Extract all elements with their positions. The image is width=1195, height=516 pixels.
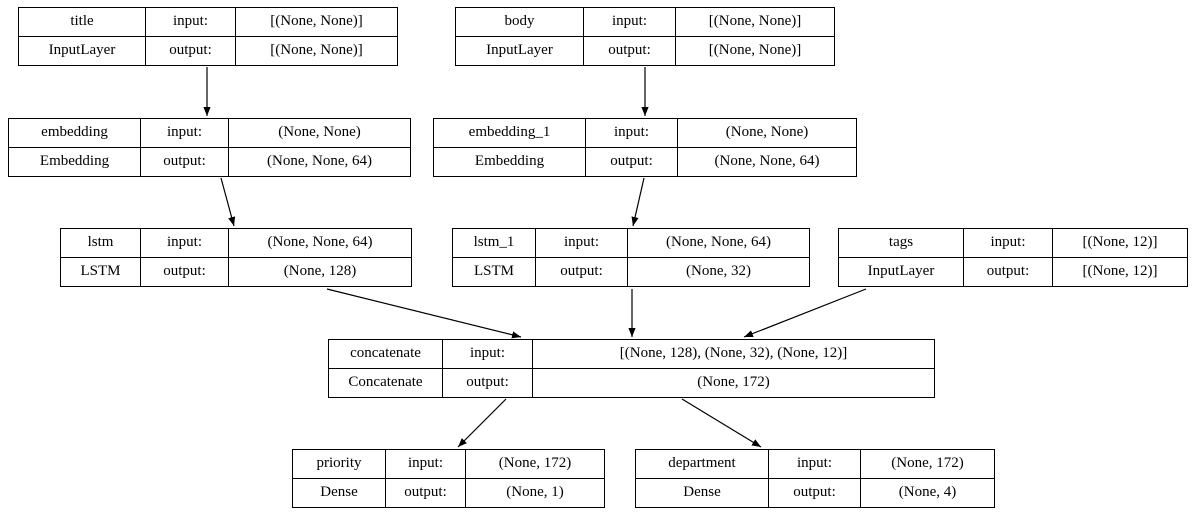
node-priority: priority input: (None, 172) Dense output… xyxy=(292,449,605,508)
input-shape: [(None, None)] xyxy=(676,8,834,37)
layer-name: body xyxy=(456,8,584,37)
node-department: department input: (None, 172) Dense outp… xyxy=(635,449,995,508)
output-shape: (None, 1) xyxy=(506,484,564,501)
layer-name: lstm_1 xyxy=(453,229,536,258)
layer-type: Embedding xyxy=(9,147,141,176)
input-shape: [(None, 12)] xyxy=(1053,229,1187,258)
output-label: output: xyxy=(141,257,229,286)
input-shape: (None, None, 64) xyxy=(628,229,809,258)
edge-concatenate-priority xyxy=(457,398,507,448)
input-shape: (None, 172) xyxy=(861,450,994,479)
layer-name: embedding_1 xyxy=(434,119,586,148)
layer-name: priority xyxy=(293,450,386,479)
output-label: output: xyxy=(584,36,676,65)
layer-name: title xyxy=(19,8,146,37)
output-shape: (None, None, 64) xyxy=(714,153,820,170)
output-shape: [(None, None)] xyxy=(708,42,802,59)
layer-type: InputLayer xyxy=(456,36,584,65)
layer-type: Concatenate xyxy=(329,368,443,397)
layer-type: LSTM xyxy=(453,257,536,286)
node-embedding_1: embedding_1 input: (None, None) Embeddin… xyxy=(433,118,857,177)
output-label: output: xyxy=(146,36,236,65)
layer-name: lstm xyxy=(61,229,141,258)
output-shape: [(None, 12)] xyxy=(1082,263,1158,280)
output-label: output: xyxy=(536,257,628,286)
input-label: input: xyxy=(141,229,229,258)
node-title: title input: [(None, None)] InputLayer o… xyxy=(18,7,398,66)
input-shape: (None, None) xyxy=(678,119,856,148)
input-label: input: xyxy=(536,229,628,258)
output-shape: (None, 128) xyxy=(283,263,357,280)
output-label: output: xyxy=(586,147,678,176)
output-shape: (None, 172) xyxy=(697,374,770,391)
edge-tags-concatenate xyxy=(743,288,867,338)
node-lstm: lstm input: (None, None, 64) LSTM output… xyxy=(60,228,412,287)
output-shape: [(None, None)] xyxy=(270,42,363,59)
edge-embedding-lstm xyxy=(220,177,236,227)
output-label: output: xyxy=(769,478,861,507)
edge-concatenate-department xyxy=(681,398,762,448)
layer-type: LSTM xyxy=(61,257,141,286)
output-label: output: xyxy=(964,257,1053,286)
input-label: input: xyxy=(141,119,229,148)
node-embedding: embedding input: (None, None) Embedding … xyxy=(8,118,411,177)
output-shape: (None, 4) xyxy=(898,484,957,501)
input-shape: (None, 172) xyxy=(466,450,604,479)
edge-embedding_1-lstm_1 xyxy=(631,177,645,227)
input-label: input: xyxy=(386,450,466,479)
layer-type: InputLayer xyxy=(839,257,964,286)
layer-name: concatenate xyxy=(329,340,443,369)
input-label: input: xyxy=(146,8,236,37)
node-lstm_1: lstm_1 input: (None, None, 64) LSTM outp… xyxy=(452,228,810,287)
output-shape: (None, 32) xyxy=(686,263,751,280)
input-label: input: xyxy=(964,229,1053,258)
input-label: input: xyxy=(586,119,678,148)
node-body: body input: [(None, None)] InputLayer ou… xyxy=(455,7,835,66)
layer-name: tags xyxy=(839,229,964,258)
edge-lstm-concatenate xyxy=(326,288,522,339)
node-concatenate: concatenate input: [(None, 128), (None, … xyxy=(328,339,935,398)
layer-name: embedding xyxy=(9,119,141,148)
input-label: input: xyxy=(443,340,533,369)
input-shape: [(None, None)] xyxy=(236,8,397,37)
output-label: output: xyxy=(443,368,533,397)
node-tags: tags input: [(None, 12)] InputLayer outp… xyxy=(838,228,1188,287)
layer-type: Embedding xyxy=(434,147,586,176)
output-label: output: xyxy=(141,147,229,176)
input-shape: (None, None, 64) xyxy=(229,229,411,258)
input-label: input: xyxy=(769,450,861,479)
output-label: output: xyxy=(386,478,466,507)
output-shape: (None, None, 64) xyxy=(267,153,372,170)
layer-name: department xyxy=(636,450,769,479)
input-label: input: xyxy=(584,8,676,37)
layer-type: Dense xyxy=(636,478,769,507)
layer-type: InputLayer xyxy=(19,36,146,65)
layer-type: Dense xyxy=(293,478,386,507)
input-shape: [(None, 128), (None, 32), (None, 12)] xyxy=(533,340,934,369)
input-shape: (None, None) xyxy=(229,119,410,148)
